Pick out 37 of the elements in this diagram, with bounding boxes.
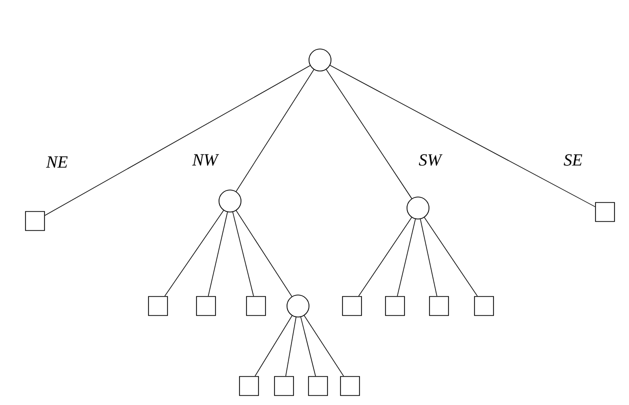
tree-edge bbox=[164, 210, 224, 296]
square-leaf bbox=[246, 296, 266, 316]
tree-edge bbox=[208, 212, 228, 296]
tree-edge bbox=[254, 315, 292, 376]
square-leaf bbox=[25, 211, 45, 231]
tree-edge bbox=[424, 217, 478, 296]
tree-edge bbox=[300, 316, 316, 376]
edge-label: SW bbox=[418, 153, 443, 167]
tree-edge bbox=[236, 69, 314, 192]
tree-edge bbox=[330, 65, 596, 208]
square-leaf bbox=[340, 376, 360, 396]
square-leaf bbox=[308, 376, 328, 396]
round-node bbox=[308, 48, 332, 72]
edge-label: NE bbox=[45, 155, 69, 169]
square-leaf bbox=[196, 296, 216, 316]
square-leaf bbox=[342, 296, 362, 316]
tree-edge bbox=[304, 315, 344, 376]
tree-edge bbox=[44, 65, 310, 216]
square-leaf bbox=[385, 296, 405, 316]
square-leaf bbox=[474, 296, 494, 316]
round-node bbox=[218, 190, 242, 212]
tree-edge bbox=[396, 218, 416, 296]
tree-edge bbox=[420, 218, 438, 296]
tree-edge bbox=[285, 316, 296, 376]
tree-edge bbox=[236, 210, 292, 297]
square-leaf bbox=[274, 376, 294, 396]
tree-edge bbox=[326, 69, 412, 199]
square-leaf bbox=[429, 296, 449, 316]
round-node bbox=[286, 294, 310, 318]
tree-edge bbox=[232, 212, 254, 296]
round-node bbox=[406, 196, 430, 220]
tree-edge bbox=[358, 217, 412, 296]
square-leaf bbox=[239, 376, 259, 396]
square-leaf bbox=[148, 296, 168, 316]
edge-label: NW bbox=[191, 153, 220, 167]
edge-label: SE bbox=[562, 153, 584, 167]
square-leaf bbox=[595, 202, 615, 222]
